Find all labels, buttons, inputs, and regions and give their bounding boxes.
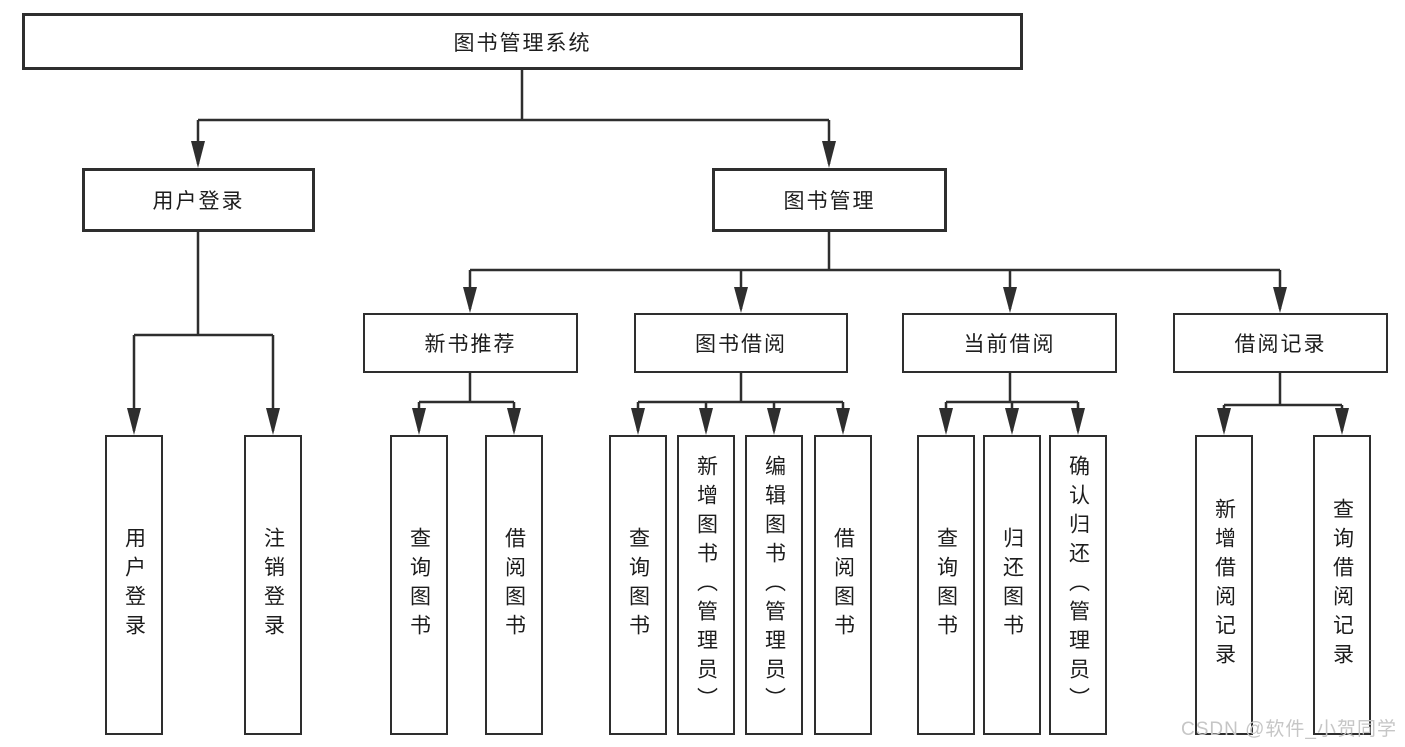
- node-label: 注销登录: [261, 527, 285, 643]
- node-leaf-add-borrow-record: 新增借阅记录: [1195, 435, 1253, 735]
- node-label: 借阅记录: [1234, 333, 1327, 356]
- node-new-book-recommend: 新书推荐: [363, 313, 578, 373]
- node-leaf-logout: 注销登录: [244, 435, 302, 735]
- node-leaf-borrow-books: 借阅图书: [814, 435, 872, 735]
- node-leaf-query-books-current: 查询图书: [917, 435, 975, 735]
- node-leaf-query-books-recommend: 查询图书: [390, 435, 448, 735]
- node-borrow-records: 借阅记录: [1173, 313, 1388, 373]
- node-label: 编辑图书（管理员）: [762, 454, 786, 716]
- node-library-system: 图书管理系统: [22, 13, 1023, 70]
- node-label: 查询图书: [934, 527, 958, 643]
- node-leaf-return-books: 归还图书: [983, 435, 1041, 735]
- node-leaf-query-borrow-record: 查询借阅记录: [1313, 435, 1371, 735]
- node-label: 借阅图书: [502, 527, 526, 643]
- node-label: 图书管理系统: [453, 31, 592, 55]
- node-current-borrow: 当前借阅: [902, 313, 1117, 373]
- node-label: 图书借阅: [695, 333, 787, 356]
- node-leaf-confirm-return-admin: 确认归还（管理员）: [1049, 435, 1107, 735]
- node-label: 用户登录: [152, 190, 245, 213]
- node-label: 确认归还（管理员）: [1066, 454, 1090, 716]
- node-leaf-add-books-admin: 新增图书（管理员）: [677, 435, 735, 735]
- node-label: 借阅图书: [831, 527, 855, 643]
- node-leaf-user-login: 用户登录: [105, 435, 163, 735]
- node-label: 新增借阅记录: [1212, 498, 1236, 672]
- node-label: 归还图书: [1000, 527, 1024, 643]
- node-label: 新书推荐: [424, 333, 517, 356]
- node-leaf-edit-books-admin: 编辑图书（管理员）: [745, 435, 803, 735]
- node-label: 新增图书（管理员）: [694, 454, 718, 716]
- node-book-management: 图书管理: [712, 168, 947, 232]
- node-book-borrow: 图书借阅: [634, 313, 848, 373]
- node-label: 图书管理: [783, 190, 876, 213]
- node-label: 查询图书: [626, 527, 650, 643]
- node-leaf-borrow-books-recommend: 借阅图书: [485, 435, 543, 735]
- node-label: 当前借阅: [963, 333, 1056, 356]
- csdn-watermark: CSDN @软件_小贺同学: [1181, 719, 1397, 740]
- node-user-login-group: 用户登录: [82, 168, 315, 232]
- node-leaf-query-books-borrow: 查询图书: [609, 435, 667, 735]
- node-label: 用户登录: [122, 527, 146, 643]
- node-label: 查询借阅记录: [1330, 498, 1354, 672]
- node-label: 查询图书: [407, 527, 431, 643]
